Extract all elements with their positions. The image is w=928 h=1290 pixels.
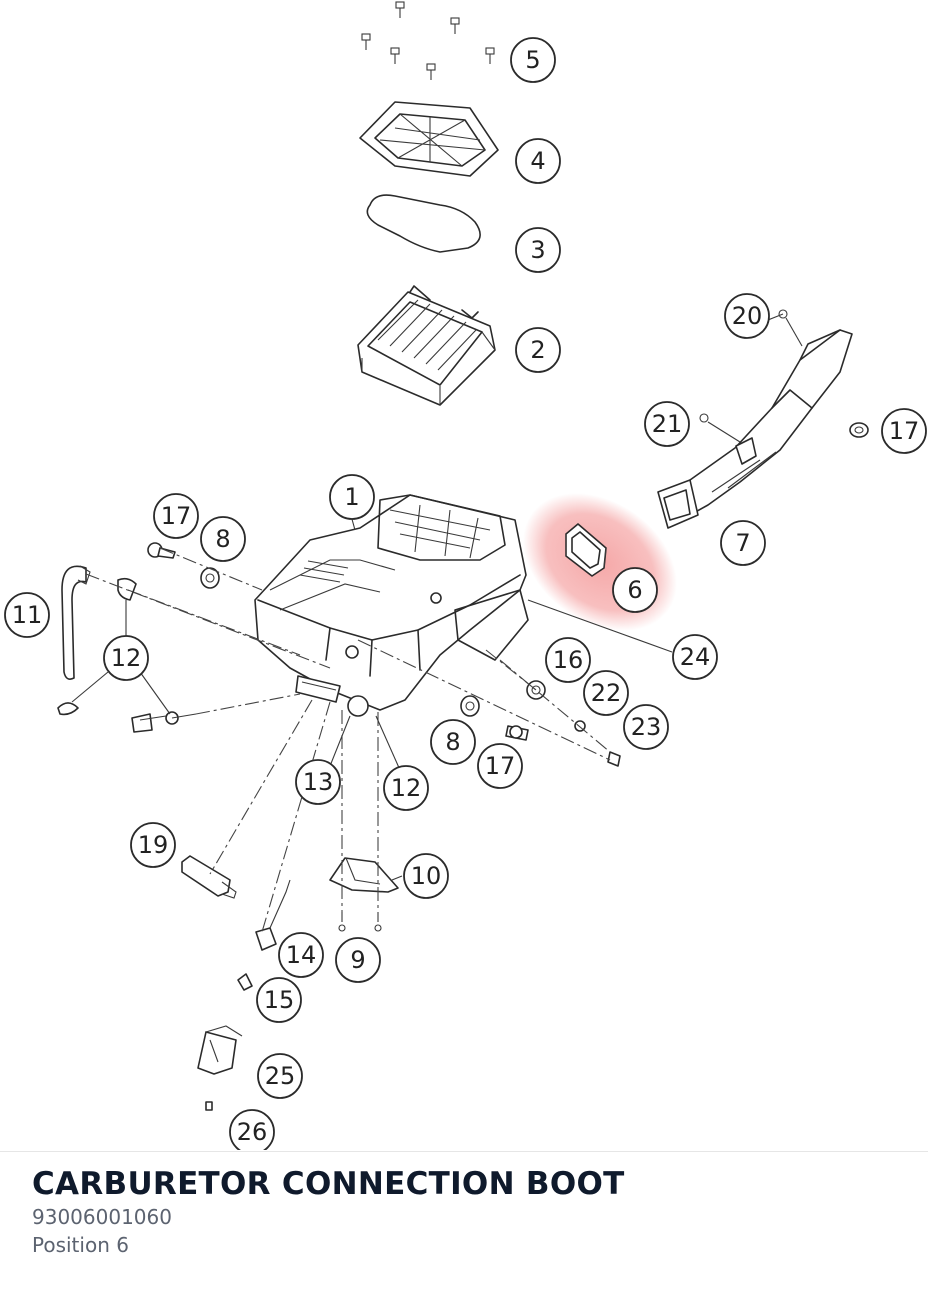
svg-text:20: 20 bbox=[732, 302, 763, 330]
svg-text:17: 17 bbox=[889, 417, 920, 445]
part-screws bbox=[361, 1, 495, 80]
callout-23: 23 bbox=[623, 704, 669, 750]
callout-2: 2 bbox=[515, 327, 561, 373]
callout-17-right: 17 bbox=[477, 743, 523, 789]
svg-text:23: 23 bbox=[631, 713, 662, 741]
part-carburetor-connection-boot bbox=[565, 523, 607, 577]
callout-20: 20 bbox=[724, 293, 770, 339]
part-gasket bbox=[366, 194, 481, 253]
callout-11: 11 bbox=[4, 592, 50, 638]
callout-18: 17 bbox=[881, 408, 927, 454]
callout-25: 25 bbox=[257, 1053, 303, 1099]
part-bolts bbox=[338, 912, 382, 932]
part-small-pin bbox=[205, 1101, 213, 1111]
svg-text:10: 10 bbox=[411, 862, 442, 890]
svg-text:12: 12 bbox=[391, 774, 422, 802]
callout-4: 4 bbox=[515, 138, 561, 184]
callout-26: 26 bbox=[229, 1109, 275, 1150]
callout-8-right: 8 bbox=[430, 719, 476, 765]
svg-text:21: 21 bbox=[652, 410, 683, 438]
svg-text:17: 17 bbox=[161, 502, 192, 530]
svg-text:16: 16 bbox=[553, 646, 584, 674]
svg-text:3: 3 bbox=[530, 236, 545, 264]
part-intake-duct bbox=[657, 329, 853, 529]
svg-text:11: 11 bbox=[12, 601, 43, 629]
svg-text:15: 15 bbox=[264, 986, 295, 1014]
part-clamps bbox=[57, 577, 197, 733]
exploded-parts-diagram: 5 4 3 2 20 21 17 1 17 8 7 6 11 12 24 16 … bbox=[4, 1, 927, 1150]
part-position: Position 6 bbox=[32, 1233, 129, 1258]
svg-text:17: 17 bbox=[485, 752, 516, 780]
part-sensor bbox=[181, 855, 237, 899]
part-breather-hose bbox=[61, 565, 91, 680]
part-info-panel: CARBURETOR CONNECTION BOOT 93006001060 P… bbox=[32, 1166, 902, 1259]
callout-10: 10 bbox=[403, 853, 449, 899]
callout-12-bottom: 12 bbox=[383, 765, 429, 811]
callout-7: 7 bbox=[720, 520, 766, 566]
callout-3: 3 bbox=[515, 227, 561, 273]
part-bracket bbox=[329, 857, 399, 893]
part-name: CARBURETOR CONNECTION BOOT bbox=[32, 1166, 625, 1202]
part-filter-element bbox=[357, 285, 496, 406]
svg-text:5: 5 bbox=[525, 46, 540, 74]
callout-19: 19 bbox=[130, 822, 176, 868]
callout-9: 9 bbox=[335, 937, 381, 983]
callout-21: 21 bbox=[644, 401, 690, 447]
callout-22: 22 bbox=[583, 670, 629, 716]
part-filter-cage bbox=[359, 101, 499, 177]
part-holder bbox=[197, 1025, 243, 1075]
part-number: 93006001060 bbox=[32, 1205, 172, 1230]
callout-13: 13 bbox=[295, 759, 341, 805]
svg-text:8: 8 bbox=[215, 525, 230, 553]
callout-15: 15 bbox=[256, 977, 302, 1023]
callout-12-left: 12 bbox=[103, 635, 149, 681]
svg-text:25: 25 bbox=[265, 1062, 296, 1090]
svg-text:24: 24 bbox=[680, 643, 711, 671]
svg-text:22: 22 bbox=[591, 679, 622, 707]
svg-text:26: 26 bbox=[237, 1118, 268, 1146]
svg-text:9: 9 bbox=[350, 946, 365, 974]
callout-8-left: 8 bbox=[200, 516, 246, 562]
svg-text:2: 2 bbox=[530, 336, 545, 364]
assembly-lines bbox=[85, 547, 611, 933]
part-grommet bbox=[849, 422, 869, 438]
svg-text:6: 6 bbox=[627, 576, 642, 604]
svg-text:12: 12 bbox=[111, 644, 142, 672]
svg-text:19: 19 bbox=[138, 831, 169, 859]
part-airbox bbox=[254, 494, 529, 717]
divider bbox=[0, 1151, 928, 1152]
callout-14: 14 bbox=[278, 932, 324, 978]
svg-text:7: 7 bbox=[735, 529, 750, 557]
svg-text:13: 13 bbox=[303, 768, 334, 796]
callout-17-left: 17 bbox=[153, 493, 199, 539]
svg-text:4: 4 bbox=[530, 147, 545, 175]
svg-text:14: 14 bbox=[286, 941, 317, 969]
callout-16: 16 bbox=[545, 637, 591, 683]
part-clip bbox=[237, 973, 253, 991]
callout-1: 1 bbox=[329, 474, 375, 520]
part-connector bbox=[255, 879, 291, 951]
callout-6: 6 bbox=[612, 567, 658, 613]
svg-text:1: 1 bbox=[344, 483, 359, 511]
svg-text:8: 8 bbox=[445, 728, 460, 756]
callout-24: 24 bbox=[672, 634, 718, 680]
callout-5: 5 bbox=[510, 37, 556, 83]
